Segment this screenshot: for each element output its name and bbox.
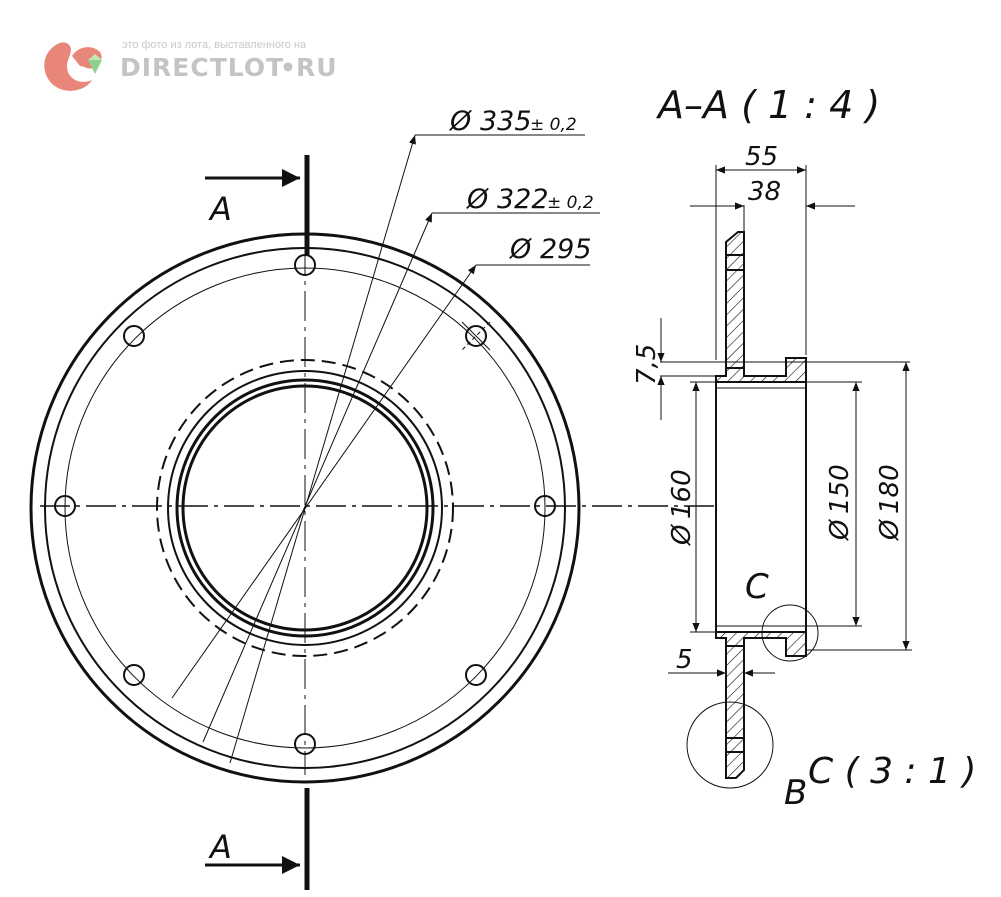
dim-38: 38: [748, 177, 781, 207]
d335-symbol: Ø: [449, 106, 472, 137]
watermark-caption: это фото из лота, выставленного на: [122, 39, 307, 51]
watermark-brand-suffix: RU: [296, 53, 338, 82]
lower-flange: [725, 645, 745, 779]
section-label-bottom: A: [208, 828, 232, 866]
front-view: [29, 134, 720, 890]
upper-flange: [725, 231, 745, 369]
watermark: это фото из лота, выставленного на DIREC…: [44, 39, 337, 91]
section-view: [657, 165, 912, 789]
dim-55: 55: [745, 142, 778, 172]
leader-d295: [171, 264, 477, 699]
bolt-hole: [123, 664, 145, 686]
d180-symbol: Ø: [875, 518, 905, 541]
section-title: A–A ( 1 : 4 ): [655, 83, 880, 127]
d160-symbol: Ø: [667, 523, 697, 546]
section-label-top: A: [208, 190, 232, 228]
d160-value: 160: [667, 469, 697, 519]
d180-value: 180: [875, 464, 905, 514]
detail-b-circle: [686, 701, 774, 789]
d335-tolerance: ± 0,2: [530, 115, 577, 135]
bolt-hole: [123, 325, 145, 347]
leader-d322: [202, 212, 433, 743]
section-texts: A–A ( 1 : 4 ) 55 38 7,5 Ø 160 Ø 150 Ø 18…: [632, 83, 976, 813]
d150-value: 150: [825, 464, 855, 514]
squirrel-logo-icon: [44, 42, 102, 91]
bolt-hole: [465, 664, 487, 686]
dim-5: 5: [676, 645, 693, 675]
lower-hub-lip: [715, 631, 807, 657]
watermark-brand: DIRECTLOT: [120, 53, 284, 82]
dim-7-5: 7,5: [632, 344, 662, 385]
d150-symbol: Ø: [825, 518, 855, 541]
bolt-hole: [465, 325, 487, 347]
detail-c-circle: [761, 604, 819, 662]
d335-value: 335: [480, 106, 532, 137]
leader-d335: [229, 134, 416, 764]
d295-value: 295: [540, 234, 592, 265]
detail-b-marker: B: [784, 773, 807, 813]
detail-c-title: C ( 3 : 1 ): [808, 751, 976, 792]
d322-symbol: Ø: [466, 184, 489, 215]
watermark-dot: •: [280, 53, 297, 82]
d295-symbol: Ø: [509, 234, 532, 265]
hub-outer-circle: [167, 370, 443, 646]
detail-c-marker: C: [745, 567, 769, 607]
d322-value: 322: [497, 184, 549, 215]
front-dimension-texts: Ø 335 ± 0,2 Ø 322 ± 0,2 Ø 295 A A: [208, 106, 594, 866]
d322-tolerance: ± 0,2: [547, 193, 594, 213]
